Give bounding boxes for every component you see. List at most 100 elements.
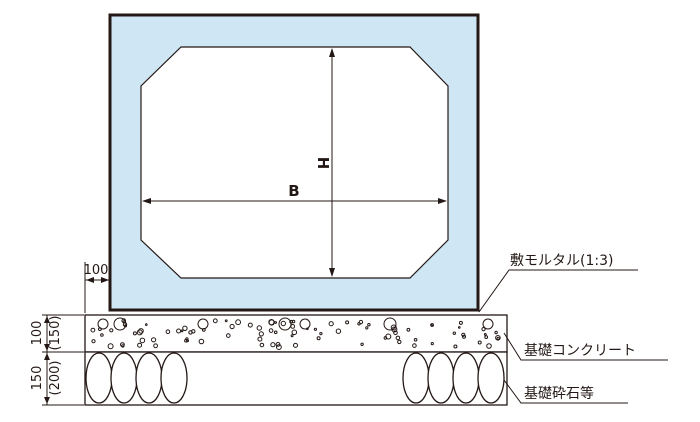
aggregate-dot bbox=[365, 326, 369, 330]
aggregate-dot bbox=[290, 334, 294, 338]
aggregate-dot bbox=[201, 328, 206, 332]
aggregate-dot bbox=[397, 339, 402, 345]
aggregate-dot bbox=[100, 333, 104, 337]
aggregate-dot bbox=[91, 339, 96, 344]
aggregate-dot bbox=[198, 338, 205, 345]
aggregate-dot bbox=[316, 336, 321, 341]
foundation-concrete bbox=[84, 314, 508, 353]
aggregate-dot bbox=[180, 329, 184, 333]
aggregate-dot bbox=[477, 340, 482, 345]
aggregate-dot bbox=[90, 327, 96, 333]
gravel-stone bbox=[135, 352, 163, 404]
aggregate-dot bbox=[257, 336, 263, 342]
callout-gravel: 基礎砕石等 bbox=[503, 379, 628, 404]
aggregate-dot bbox=[268, 328, 274, 333]
aggregate-dot bbox=[229, 323, 235, 330]
dimension-side-offset: 100 bbox=[84, 262, 109, 313]
aggregate-dot bbox=[186, 339, 189, 343]
dimension-side-label: 100 bbox=[84, 263, 109, 278]
aggregate-dot bbox=[413, 338, 418, 342]
aggregate-dot bbox=[385, 333, 392, 340]
aggregate-dot bbox=[328, 321, 334, 327]
gravel-stone bbox=[402, 352, 430, 404]
foundation-gravel bbox=[84, 351, 508, 406]
aggregate-dot bbox=[360, 342, 364, 346]
aggregate-dot bbox=[138, 328, 144, 334]
aggregate-dot bbox=[153, 343, 159, 349]
gravel-stone bbox=[452, 352, 480, 404]
aggregate-dot bbox=[395, 335, 401, 341]
aggregate-dot bbox=[98, 327, 102, 332]
dimension-b-label: B bbox=[288, 182, 299, 200]
aggregate-dot bbox=[430, 342, 434, 346]
aggregate-dot bbox=[453, 344, 458, 349]
aggregate-dot bbox=[256, 325, 262, 331]
aggregate-dot bbox=[258, 331, 264, 337]
aggregate-dot bbox=[486, 343, 492, 349]
aggregate-dot bbox=[313, 327, 317, 331]
aggregate-dot bbox=[306, 327, 309, 331]
aggregate-dot bbox=[124, 324, 127, 328]
aggregate-dot bbox=[484, 335, 489, 340]
aggregate-dot bbox=[391, 326, 398, 333]
culvert-section bbox=[108, 13, 480, 312]
aggregate-dot bbox=[280, 320, 286, 327]
aggregate-dot bbox=[273, 330, 278, 335]
aggregate-stone bbox=[113, 317, 127, 331]
callout-mortar: 敷モルタル(1:3) bbox=[478, 253, 638, 313]
aggregate-dot bbox=[357, 322, 361, 326]
aggregate-stone bbox=[383, 317, 397, 331]
aggregate-dot bbox=[345, 320, 350, 325]
aggregate-dot bbox=[290, 324, 296, 329]
dimension-gravel-label: 150 bbox=[30, 366, 45, 391]
aggregate-dot bbox=[109, 328, 114, 333]
dimension-h-label: H bbox=[314, 157, 332, 170]
aggregate-dot bbox=[224, 319, 228, 323]
aggregate-dot bbox=[495, 335, 501, 341]
dimension-h: H bbox=[314, 48, 335, 277]
aggregate-dot bbox=[358, 319, 364, 325]
aggregate-dot bbox=[121, 344, 125, 348]
aggregate-dot bbox=[430, 323, 435, 327]
culvert-inner-opening bbox=[140, 46, 449, 279]
aggregate-dot bbox=[268, 319, 275, 326]
aggregate-dot bbox=[335, 328, 342, 334]
aggregate-dot bbox=[458, 326, 461, 329]
gravel-stone bbox=[160, 352, 188, 404]
dimension-gravel-alt-label: (200) bbox=[48, 361, 63, 396]
aggregate-dot bbox=[481, 327, 486, 332]
aggregate-dot bbox=[291, 329, 298, 336]
aggregate-stone bbox=[482, 318, 494, 330]
dimension-layer-thickness: 100 (150) 150 (200) bbox=[30, 314, 84, 406]
aggregate-dot bbox=[184, 338, 188, 343]
aggregate-dot bbox=[191, 329, 196, 334]
aggregate-dot bbox=[496, 336, 500, 340]
aggregate-dot bbox=[367, 323, 371, 327]
aggregate-dot bbox=[494, 330, 498, 335]
aggregate-dot bbox=[145, 323, 148, 326]
aggregate-dot bbox=[120, 342, 125, 348]
dimension-concrete-label: 100 bbox=[30, 321, 45, 346]
aggregate-dot bbox=[462, 334, 466, 339]
aggregate-dot bbox=[270, 342, 276, 348]
aggregate-dot bbox=[393, 330, 398, 336]
aggregate-dot bbox=[137, 342, 143, 348]
aggregate-dot bbox=[139, 337, 146, 344]
aggregate-dot bbox=[212, 318, 218, 324]
gravel-stone bbox=[477, 352, 505, 404]
gravel-stone bbox=[427, 352, 455, 404]
mortar-label: 敷モルタル(1:3) bbox=[510, 253, 613, 269]
aggregate-dot bbox=[165, 329, 171, 335]
gravel-stone bbox=[85, 352, 113, 404]
aggregate-dot bbox=[151, 337, 157, 343]
aggregate-dot bbox=[452, 331, 456, 335]
gravel-stone bbox=[110, 352, 138, 404]
aggregate-stone bbox=[278, 317, 292, 331]
concrete-label: 基礎コンクリート bbox=[524, 342, 636, 359]
aggregate-dot bbox=[182, 325, 188, 331]
aggregate-dot bbox=[176, 328, 182, 334]
aggregate-dot bbox=[461, 332, 466, 337]
concrete-aggregate-pattern bbox=[90, 317, 501, 351]
aggregate-stone bbox=[299, 318, 311, 330]
